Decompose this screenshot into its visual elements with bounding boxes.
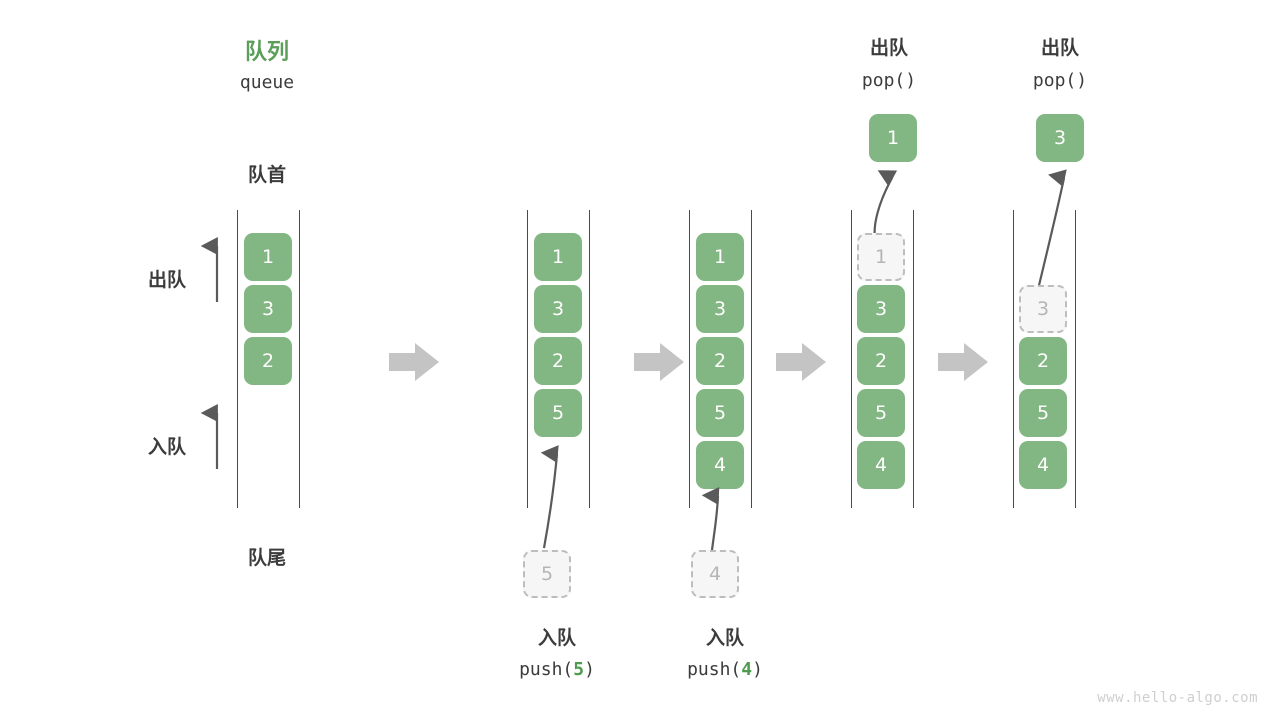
queue-rail-right bbox=[913, 210, 914, 508]
diagram-title-cn: 队列 bbox=[244, 40, 290, 65]
queue-rail-left bbox=[1013, 210, 1014, 508]
queue-rail-right bbox=[751, 210, 752, 508]
label-queue-rear: 队尾 bbox=[247, 547, 287, 569]
queue-rail-left bbox=[237, 210, 238, 508]
queue-cell: 2 bbox=[696, 337, 744, 385]
queue-cell: 5 bbox=[534, 389, 582, 437]
push-code-value: 5 bbox=[573, 659, 585, 680]
enqueue-direction-arrow-icon bbox=[200, 403, 219, 469]
queue-cell: 3 bbox=[534, 285, 582, 333]
queue-cell: 2 bbox=[534, 337, 582, 385]
queue-cell: 3 bbox=[857, 285, 905, 333]
push-label-code: push(4) bbox=[687, 659, 763, 680]
queue-cell: 5 bbox=[1019, 389, 1067, 437]
label-queue-front: 队首 bbox=[247, 164, 287, 186]
dequeue-direction-arrow-icon bbox=[200, 236, 219, 302]
push-code-suffix: ) bbox=[584, 659, 595, 680]
queue-cell: 5 bbox=[696, 389, 744, 437]
pop-label-cn: 出队 bbox=[869, 37, 909, 59]
pop-label-code: pop() bbox=[861, 70, 917, 91]
queue-cell: 4 bbox=[1019, 441, 1067, 489]
push-label-cn: 入队 bbox=[705, 627, 745, 649]
label-enqueue-direction: 入队 bbox=[148, 436, 187, 458]
push-arrow-icon bbox=[701, 487, 720, 551]
push-label-cn: 入队 bbox=[537, 627, 577, 649]
step-transition-arrow-icon bbox=[634, 343, 684, 381]
queue-cell: 2 bbox=[1019, 337, 1067, 385]
queue-cell: 1 bbox=[696, 233, 744, 281]
push-arrow-icon bbox=[540, 445, 559, 549]
incoming-ghost-cell: 4 bbox=[691, 550, 739, 598]
queue-rail-right bbox=[589, 210, 590, 508]
push-code-prefix: push( bbox=[519, 659, 574, 680]
queue-rail-right bbox=[1075, 210, 1076, 508]
queue-cell: 2 bbox=[857, 337, 905, 385]
push-label-code: push(5) bbox=[519, 659, 595, 680]
queue-rail-left bbox=[689, 210, 690, 508]
queue-cell: 1 bbox=[534, 233, 582, 281]
label-dequeue-direction: 出队 bbox=[148, 269, 187, 291]
queue-rail-right bbox=[299, 210, 300, 508]
step-transition-arrow-icon bbox=[389, 343, 439, 381]
popped-cell: 1 bbox=[869, 114, 917, 162]
push-code-prefix: push( bbox=[687, 659, 742, 680]
pop-label-code: pop() bbox=[1032, 70, 1088, 91]
step-transition-arrow-icon bbox=[776, 343, 826, 381]
push-code-suffix: ) bbox=[752, 659, 763, 680]
queue-cell: 4 bbox=[696, 441, 744, 489]
popped-cell: 3 bbox=[1036, 114, 1084, 162]
diagram-title-en: queue bbox=[239, 72, 295, 93]
pop-label-cn: 出队 bbox=[1040, 37, 1080, 59]
queue-rail-left bbox=[527, 210, 528, 508]
queue-cell-ghost: 1 bbox=[857, 233, 905, 281]
queue-cell: 4 bbox=[857, 441, 905, 489]
queue-cell: 5 bbox=[857, 389, 905, 437]
queue-cell: 2 bbox=[244, 337, 292, 385]
step-transition-arrow-icon bbox=[938, 343, 988, 381]
watermark: www.hello-algo.com bbox=[1097, 690, 1258, 706]
queue-cell: 3 bbox=[696, 285, 744, 333]
queue-cell: 1 bbox=[244, 233, 292, 281]
queue-cell-ghost: 3 bbox=[1019, 285, 1067, 333]
queue-rail-left bbox=[851, 210, 852, 508]
queue-cell: 3 bbox=[244, 285, 292, 333]
push-code-value: 4 bbox=[741, 659, 753, 680]
pop-arrow-icon bbox=[1034, 169, 1067, 299]
incoming-ghost-cell: 5 bbox=[523, 550, 571, 598]
